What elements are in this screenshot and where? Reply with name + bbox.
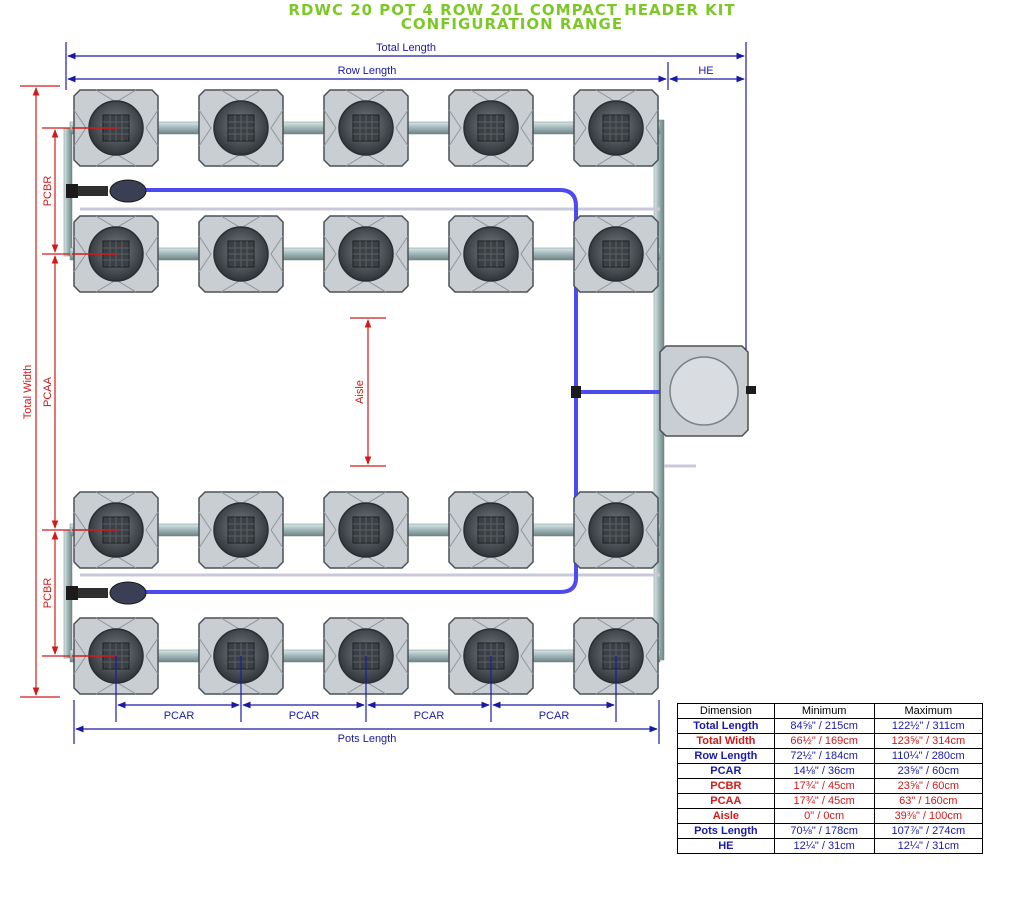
row-min: 12¼" / 31cm <box>773 838 875 854</box>
diagram-title-line1: RDWC 20 POT 4 ROW 20L COMPACT HEADER KIT <box>288 1 736 19</box>
header-maximum: Maximum <box>873 703 984 719</box>
grow-pot <box>198 215 284 293</box>
label-pcar-2: PCAR <box>289 710 320 722</box>
label-pcar-1: PCAR <box>164 710 195 722</box>
row-name: PCBR <box>677 778 775 794</box>
row-max: 107⅞" / 274cm <box>873 823 984 839</box>
label-total-width: Total Width <box>22 365 34 419</box>
row-max: 123⅝" / 314cm <box>873 733 984 749</box>
grow-pot <box>323 89 409 167</box>
pcar-dimension-lines <box>115 656 617 722</box>
grow-pot <box>573 491 659 569</box>
row-max: 63" / 160cm <box>873 793 984 809</box>
pump-bottom <box>66 581 147 605</box>
label-pots-length: Pots Length <box>338 733 397 745</box>
label-pcbr-top: PCBR <box>42 176 54 207</box>
row-min: 17¾" / 45cm <box>773 793 875 809</box>
row-max: 23⅝" / 60cm <box>873 763 984 779</box>
label-aisle: Aisle <box>354 380 366 404</box>
header-minimum: Minimum <box>773 703 875 719</box>
row-min: 0" / 0cm <box>773 808 875 824</box>
row-min: 14⅛" / 36cm <box>773 763 875 779</box>
grow-pot <box>573 215 659 293</box>
grow-pot <box>448 491 534 569</box>
row-max: 39⅜" / 100cm <box>873 808 984 824</box>
row-name: PCAR <box>677 763 775 779</box>
row-max: 110¼" / 280cm <box>873 748 984 764</box>
label-pcar-3: PCAR <box>414 710 445 722</box>
grow-pot <box>198 89 284 167</box>
row-name: Total Length <box>677 718 775 734</box>
row-min: 84⅝" / 215cm <box>773 718 875 734</box>
label-pcaa: PCAA <box>42 376 54 407</box>
grow-pot <box>448 89 534 167</box>
pot-grid <box>73 89 659 695</box>
row-min: 72½" / 184cm <box>773 748 875 764</box>
label-row-length: Row Length <box>338 65 397 77</box>
row-min: 70⅛" / 178cm <box>773 823 875 839</box>
label-pcbr-bottom: PCBR <box>42 578 54 609</box>
diagram-title-line2: CONFIGURATION RANGE <box>400 15 624 33</box>
header-dimension: Dimension <box>677 703 775 719</box>
row-min: 66½" / 169cm <box>773 733 875 749</box>
pump-top <box>66 179 147 203</box>
row-name: PCAA <box>677 793 775 809</box>
grow-pot <box>448 215 534 293</box>
row-name: Row Length <box>677 748 775 764</box>
row-name: Pots Length <box>677 823 775 839</box>
dimension-lines-blue <box>65 42 747 744</box>
grow-pot <box>323 215 409 293</box>
grow-pot <box>198 491 284 569</box>
grow-pot <box>573 89 659 167</box>
label-he: HE <box>698 65 713 77</box>
row-max: 12¼" / 31cm <box>873 838 984 854</box>
row-name: HE <box>677 838 775 854</box>
label-pcar-4: PCAR <box>539 710 570 722</box>
row-min: 17¾" / 45cm <box>773 778 875 794</box>
grow-pot <box>323 491 409 569</box>
row-max: 122½" / 311cm <box>873 718 984 734</box>
label-total-length: Total Length <box>376 42 436 54</box>
dimension-table-header: Dimension Minimum Maximum <box>677 703 984 719</box>
row-name: Aisle <box>677 808 775 824</box>
row-max: 23⅝" / 60cm <box>873 778 984 794</box>
header-tank <box>659 345 756 437</box>
dimension-lines-red <box>20 85 386 698</box>
row-name: Total Width <box>677 733 775 749</box>
